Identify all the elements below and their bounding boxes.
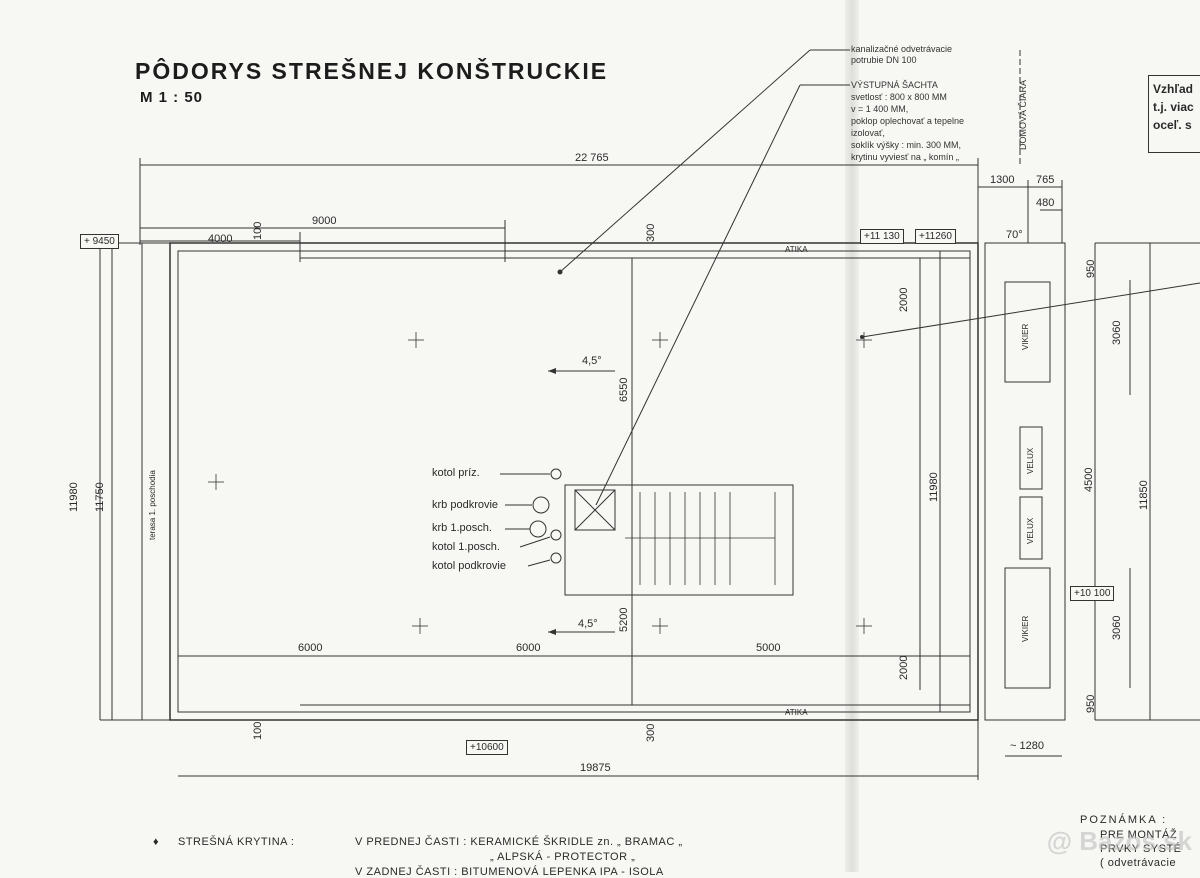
- footer-odvetr: ( odvetrávacie: [1100, 857, 1177, 869]
- label-krb-podkrovie: krb podkrovie: [432, 499, 499, 511]
- footer-pre-montaz: PRE MONTÁŽ: [1100, 829, 1178, 841]
- dim-2000-bottom: 2000: [898, 655, 910, 680]
- footer-poznamka: POZNÁMKA :: [1080, 814, 1168, 826]
- dim-6000-b: 6000: [516, 642, 541, 654]
- note-sachta-3: v = 1 400 MM,: [851, 104, 909, 114]
- note-sachta-6: soklík výšky : min. 300 MM,: [851, 140, 962, 150]
- slope-label-1: 4,5°: [582, 355, 602, 367]
- right-note-line3: oceľ. s: [1153, 118, 1192, 132]
- footer-predna: V PREDNEJ ČASTI : KERAMICKÉ ŠKRIDLE zn. …: [355, 836, 683, 848]
- velux-window-2: [1019, 496, 1043, 560]
- dim-300-top: 300: [645, 223, 657, 242]
- dim-300-bottom: 300: [645, 723, 657, 742]
- velux-label-2: VELUX: [1026, 517, 1035, 544]
- velux-window-1: [1019, 426, 1043, 490]
- footer-zadna: V ZADNEJ ČASTI : BITUMENOVÁ LEPENKA IPA …: [355, 866, 664, 878]
- dim-6550: 6550: [618, 377, 630, 402]
- dim-11850: 11850: [1138, 480, 1150, 510]
- watermark: @ Bazos.sk: [1046, 826, 1192, 856]
- dim-11980-left: 11980: [68, 482, 80, 512]
- dim-9000: 9000: [312, 215, 337, 227]
- dim-1300: 1300: [990, 174, 1015, 186]
- note-sachta-7: krytinu vyviesť na „ komín „: [851, 152, 959, 162]
- footer-prvky: PRVKY SYSTÉ: [1100, 843, 1182, 855]
- dim-22765: 22 765: [575, 152, 609, 164]
- dim-3060-bottom: 3060: [1111, 615, 1123, 640]
- dim-950-bottom: 950: [1085, 694, 1097, 713]
- vikier-label-1: VIKIER: [1021, 323, 1030, 350]
- level-11130: +11 130: [860, 229, 904, 244]
- note-kanal-2: potrubie DN 100: [851, 55, 917, 65]
- dormer-top: [1004, 281, 1051, 383]
- dim-1280: ~ 1280: [1010, 740, 1044, 752]
- roof-tile-bay: [984, 242, 1066, 721]
- dim-100-bottom: 100: [252, 721, 264, 740]
- dim-11750: 11750: [94, 482, 106, 512]
- roof-inner-outline: [177, 250, 971, 713]
- label-kotol-priz: kotol príz.: [432, 467, 480, 479]
- dim-angle-70: 70°: [1006, 229, 1023, 241]
- label-kotol-1posch: kotol 1.posch.: [432, 541, 500, 553]
- dim-6000-a: 6000: [298, 642, 323, 654]
- roof-outline: [169, 242, 979, 721]
- page-title: PÔDORYS STREŠNEJ KONŠTRUCKIE: [135, 58, 609, 84]
- terasa-label: terasa 1. poschodia: [148, 470, 157, 540]
- footer-alpska: „ ALPSKÁ - PROTECTOR „: [490, 851, 636, 863]
- chimney-krb-podkrovie: [532, 496, 550, 514]
- chimney-kotol-priz: [550, 468, 562, 480]
- dim-950-top: 950: [1085, 259, 1097, 278]
- dim-19875: 19875: [580, 762, 611, 774]
- footer-bullet: ♦: [153, 836, 160, 848]
- dim-2000-top: 2000: [898, 287, 910, 312]
- label-krb-1posch: krb 1.posch.: [432, 522, 492, 534]
- dim-480: 480: [1036, 197, 1055, 209]
- dim-3060-top: 3060: [1111, 320, 1123, 345]
- right-note-line2: t.j. viac: [1153, 100, 1194, 114]
- dim-5200: 5200: [618, 607, 630, 632]
- chimney-kotol-podkrovie: [550, 552, 562, 564]
- vikier-label-2: VIKIER: [1021, 615, 1030, 642]
- level-10600: +10600: [466, 740, 508, 755]
- level-10100: +10 100: [1070, 586, 1115, 601]
- exit-shaft: [574, 489, 616, 531]
- note-sachta-1: VÝSTUPNÁ ŠACHTA: [851, 80, 938, 90]
- right-note-box: [1148, 75, 1200, 153]
- label-kotol-podkrovie: kotol podkrovie: [432, 560, 506, 572]
- paper-fold: [845, 0, 859, 872]
- atika-label-bottom: ATIKA: [785, 708, 808, 717]
- stair-shaft: [564, 484, 794, 596]
- domova-ciara-label: DOMOVÁ ČIARA: [1018, 79, 1028, 150]
- chimney-kotol-1posch: [550, 529, 562, 541]
- dim-5000: 5000: [756, 642, 781, 654]
- drawing-scale: M 1 : 50: [140, 89, 204, 106]
- note-sachta-4: poklop oplechovať a tepelne: [851, 116, 964, 126]
- velux-label-1: VELUX: [1026, 447, 1035, 474]
- note-sachta-5: izolovať,: [851, 128, 885, 138]
- footer-krytina: STREŠNÁ KRYTINA :: [178, 836, 295, 848]
- dormer-bottom: [1004, 567, 1051, 689]
- dim-765: 765: [1036, 174, 1055, 186]
- dim-4500: 4500: [1083, 467, 1095, 492]
- dim-100-top: 100: [252, 221, 264, 240]
- note-sachta-2: svetlosť : 800 x 800 MM: [851, 92, 947, 102]
- level-9450: + 9450: [80, 234, 119, 249]
- chimney-krb-1posch: [529, 520, 547, 538]
- note-kanal-1: kanalizačné odvetrávacie: [851, 44, 953, 54]
- right-note-line1: Vzhľad: [1153, 82, 1193, 96]
- atika-label-top: ATIKA: [785, 245, 808, 254]
- slope-label-2: 4,5°: [578, 618, 598, 630]
- dim-4000: 4000: [208, 233, 233, 245]
- dim-11980-right: 11980: [928, 472, 940, 502]
- level-11260: +11260: [915, 229, 956, 244]
